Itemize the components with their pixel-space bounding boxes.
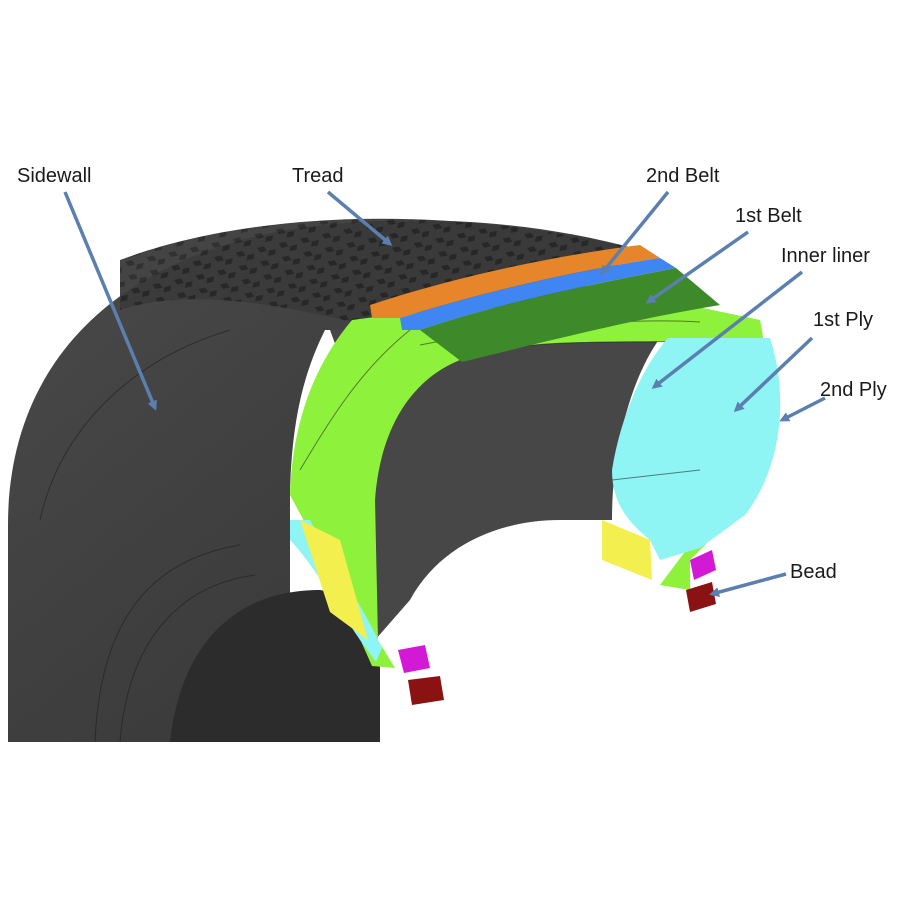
label-1st-belt: 1st Belt	[735, 205, 802, 227]
label-2nd-belt: 2nd Belt	[646, 165, 720, 187]
label-inner-liner: Inner liner	[781, 245, 870, 267]
arrow-tread	[326, 190, 393, 246]
arrow-1st-ply	[733, 336, 814, 413]
label-tread: Tread	[292, 165, 344, 187]
bead-parts	[398, 550, 716, 705]
arrow-2nd-ply	[779, 396, 826, 422]
arrow-sidewall	[63, 191, 157, 411]
label-bead: Bead	[790, 561, 837, 583]
label-sidewall: Sidewall	[17, 165, 91, 187]
filler-blocks	[300, 520, 652, 640]
label-1st-ply: 1st Ply	[813, 309, 873, 331]
arrow-inner-liner	[651, 270, 804, 389]
belt-stack	[370, 245, 720, 362]
label-2nd-ply: 2nd Ply	[820, 379, 887, 401]
arrow-1st-belt	[645, 230, 750, 304]
arrow-bead	[709, 572, 787, 598]
arrow-2nd-belt	[600, 190, 670, 276]
